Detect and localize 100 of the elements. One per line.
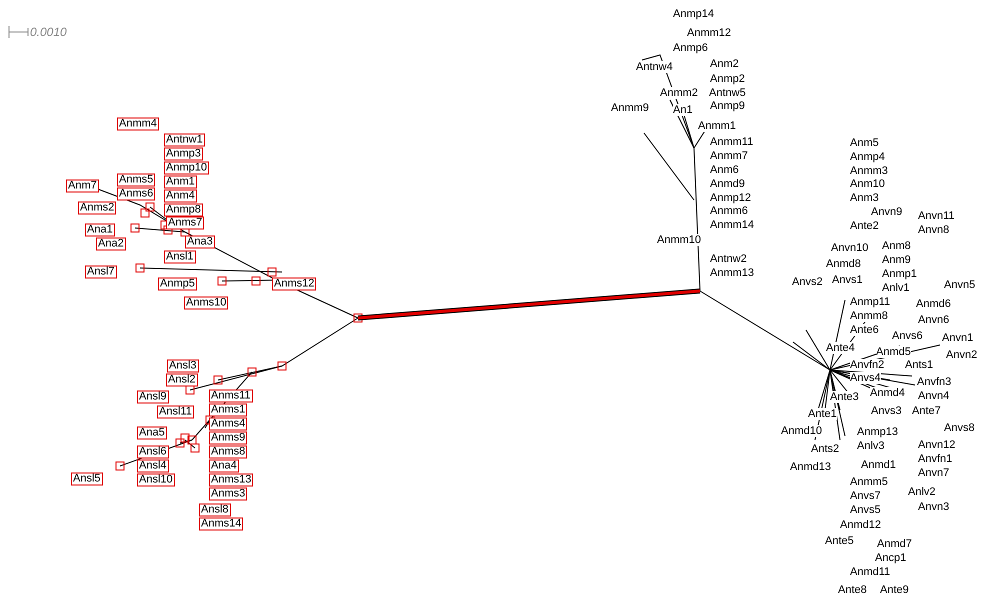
leaf-label: Anms8 [209, 446, 248, 458]
leaf-label: Anms9 [209, 432, 248, 444]
leaf-label: Anms7 [166, 216, 204, 230]
leaf-label: Anmm12 [687, 27, 732, 39]
leaf-label: Anms14 [199, 518, 244, 530]
leaf-label: Anvs2 [792, 276, 823, 288]
leaf-label: Anvfn2 [850, 359, 884, 371]
leaf-label: Ante3 [830, 391, 859, 403]
leaf-label: Anmd5 [876, 346, 911, 358]
leaf-label: Anm3 [850, 192, 879, 204]
leaf-label: Ansl10 [137, 474, 175, 486]
leaf-label: Anmp8 [164, 204, 203, 216]
leaf-label: Anvs5 [850, 504, 881, 516]
leaf-label: Anmd10 [781, 425, 822, 437]
leaf-label: Anmm9 [611, 102, 649, 114]
leaf-label: Anm8 [882, 240, 911, 252]
leaf-label: Anms10 [184, 296, 228, 310]
leaf-label: Anmp11 [850, 296, 890, 308]
leaf-label: Anvn2 [946, 349, 978, 361]
leaf-label: Anlv3 [857, 440, 885, 452]
leaf-label: Ana3 [185, 236, 215, 248]
leaf-label: Anvs7 [850, 490, 881, 502]
leaf-label: Anvn6 [918, 314, 950, 326]
leaf-label: Ansl9 [137, 390, 169, 404]
leaf-label: Ana2 [96, 238, 126, 250]
leaf-label: Ansl7 [85, 266, 117, 278]
leaf-label: Anvs1 [832, 274, 863, 286]
leaf-label: Ants2 [811, 443, 840, 455]
leaf-label: Antnw2 [710, 253, 747, 265]
leaf-label: Ante9 [880, 584, 909, 596]
leaf-label: Anmm13 [710, 267, 754, 279]
leaf-label: Anvs4 [850, 372, 881, 384]
leaf-label: Ana4 [209, 460, 239, 472]
leaf-label: Anmp13 [857, 426, 898, 438]
leaf-label: Anmm5 [850, 476, 888, 488]
leaf-label: Anms2 [78, 202, 116, 214]
leaf-label: Anmm8 [850, 310, 888, 322]
leaf-label: Ante2 [850, 220, 879, 232]
leaf-label: Anms3 [209, 488, 248, 500]
leaf-label: Anm7 [66, 180, 99, 192]
leaf-label: Anm5 [850, 137, 879, 149]
leaf-label: Anmd4 [870, 387, 905, 399]
leaf-label: Anmp2 [710, 73, 745, 85]
leaf-label: Ansl6 [137, 446, 169, 458]
leaf-label: Anmp5 [158, 278, 197, 290]
leaf-label: Anmp1 [882, 268, 917, 280]
leaf-label: Ansl5 [71, 472, 103, 486]
leaf-label: Anmd9 [710, 178, 745, 190]
leaf-label: Ants1 [905, 359, 934, 371]
leaf-label: Anmd12 [840, 519, 881, 531]
leaf-label: Anm6 [710, 164, 739, 176]
leaf-label: Ancp1 [875, 552, 906, 564]
leaf-label: Anmm4 [117, 118, 159, 130]
leaf-label: Anmd11 [850, 566, 890, 578]
leaf-label: Anms12 [272, 278, 316, 290]
leaf-label: Anvn10 [831, 242, 868, 254]
leaf-label: Anmm2 [660, 87, 698, 99]
leaf-label: Anvn7 [918, 467, 950, 479]
leaf-label: Anvs3 [871, 405, 902, 417]
leaf-label: Ansl2 [166, 374, 198, 386]
leaf-label: Anm4 [164, 190, 197, 202]
leaf-label: Anmm6 [710, 205, 748, 217]
leaf-label: Anvfn3 [917, 376, 952, 388]
leaf-label: Anms4 [209, 418, 248, 430]
leaf-label: Anvn12 [918, 439, 956, 451]
leaf-label: Anvn5 [944, 279, 976, 291]
leaf-label: Anmm3 [850, 165, 888, 177]
leaf-label: Ansl1 [164, 250, 196, 264]
leaf-label: Anmm11 [710, 136, 754, 148]
leaf-label: An1 [673, 104, 693, 116]
leaf-label: Anmp10 [164, 162, 209, 174]
leaf-label: Anvn9 [871, 206, 902, 218]
leaf-label: Anvn8 [918, 224, 950, 236]
leaf-label: Anvs6 [892, 330, 923, 342]
leaf-label: Anmp12 [710, 192, 751, 204]
leaf-label: Anmp14 [673, 8, 714, 20]
leaf-label: Ansl4 [137, 460, 169, 472]
leaf-label: Anm2 [710, 58, 739, 70]
leaf-label: Anmd7 [877, 538, 912, 550]
leaf-label: Anmm7 [710, 150, 748, 162]
leaf-label: Ante4 [826, 342, 855, 354]
leaf-label: Anms6 [117, 188, 156, 200]
scale-label: 0.0010 [30, 26, 67, 38]
leaf-label: Ansl3 [167, 360, 199, 372]
leaf-label: Ana1 [85, 224, 115, 236]
leaf-label: Antnw1 [164, 134, 205, 146]
leaf-label: Anlv1 [882, 282, 910, 294]
leaf-label: Anm1 [164, 176, 197, 188]
leaf-label: Anvs8 [944, 422, 975, 434]
leaf-label: Anmd1 [861, 459, 896, 471]
leaf-label: Anvn4 [918, 390, 950, 402]
leaf-label: Antnw4 [636, 61, 673, 73]
leaf-label: Anms1 [209, 404, 248, 416]
leaf-label: Anmp3 [164, 148, 203, 160]
leaf-label: Anvn11 [918, 210, 954, 222]
leaf-label: Anmm1 [698, 120, 736, 132]
leaf-label: Anvfn1 [918, 453, 952, 465]
leaf-label: Anms5 [117, 174, 156, 186]
leaf-label: Anmp4 [850, 151, 885, 163]
leaf-label: Anmd8 [826, 258, 861, 270]
